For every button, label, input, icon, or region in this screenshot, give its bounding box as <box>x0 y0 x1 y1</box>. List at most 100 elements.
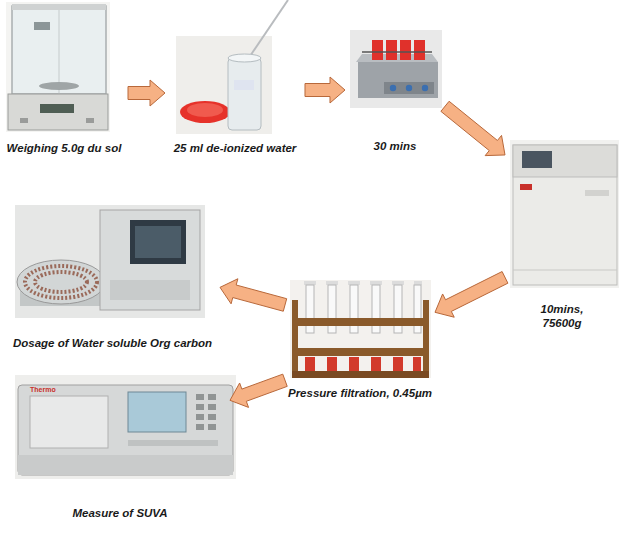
filtration-rack-photo-part <box>349 357 359 371</box>
flow-arrow <box>441 101 505 155</box>
process-step: 30 mins <box>345 25 445 153</box>
centrifuge-photo-part <box>513 145 617 177</box>
water-cup-photo-part <box>246 0 288 62</box>
filtration-rack-photo-part <box>304 281 316 285</box>
filtration-rack-photo-part <box>413 357 421 371</box>
water-cup-photo <box>176 0 288 134</box>
toc-analyzer-photo-part <box>130 220 186 264</box>
process-step: Weighing 5.0g du sol <box>0 0 128 155</box>
balance-photo-part <box>39 82 79 90</box>
spectrophotometer-photo-part <box>15 375 236 479</box>
toc-analyzer-photo-part <box>25 266 97 298</box>
filtration-rack-photo-part <box>326 281 338 285</box>
spectrophotometer-photo-part <box>208 394 216 400</box>
filtration-rack-photo-part <box>327 357 337 371</box>
water-cup-photo-part <box>228 58 261 130</box>
step-caption: 30 mins <box>345 139 445 153</box>
filtration-rack-photo-part <box>423 300 429 378</box>
shaker-photo-part <box>414 40 425 60</box>
spectrophotometer-photo-part <box>18 385 233 475</box>
shaker-photo-part <box>422 85 428 91</box>
spectrophotometer-photo-part <box>196 404 204 410</box>
step-caption: Pressure filtration, 0.45µm <box>285 386 435 400</box>
spectrophotometer-photo-part <box>208 404 216 410</box>
process-step: Dosage of Water soluble Org carbon <box>5 200 220 350</box>
brand-label: Thermo <box>30 386 56 393</box>
shaker-photo-part <box>358 62 438 98</box>
shaker-photo <box>350 30 442 108</box>
flow-arrow <box>128 80 165 106</box>
balance-photo-part <box>12 4 106 10</box>
balance-photo <box>6 2 110 132</box>
shaker-photo-part <box>350 30 442 108</box>
filtration-rack-photo-part <box>305 357 315 371</box>
filtration-rack-photo-part <box>371 357 381 371</box>
shaker-photo-part <box>372 40 383 60</box>
centrifuge-photo-part <box>513 270 617 271</box>
centrifuge-photo-part <box>520 184 532 190</box>
flow-arrow <box>220 279 287 312</box>
spectrophotometer-photo-part <box>196 424 204 430</box>
toc-analyzer-photo-part <box>35 272 87 292</box>
balance-photo-part <box>86 118 94 123</box>
centrifuge-photo <box>510 140 619 288</box>
shaker-photo-part <box>400 40 411 60</box>
toc-analyzer-photo-part <box>17 260 105 304</box>
process-step: Pressure filtration, 0.45µm <box>285 275 435 400</box>
shaker-photo-part <box>406 85 412 91</box>
flow-arrow <box>230 374 287 407</box>
shaker-photo-part <box>390 85 396 91</box>
spectrophotometer-photo-part <box>30 396 108 448</box>
balance-photo-part <box>20 118 28 123</box>
spectrophotometer-photo-part <box>208 424 216 430</box>
filtration-rack-photo-part <box>392 281 404 285</box>
filtration-rack-photo-part <box>292 348 429 356</box>
spectrophotometer-photo <box>15 375 236 479</box>
filtration-rack-photo-part <box>290 280 431 378</box>
toc-analyzer-photo-part <box>110 280 190 300</box>
spectrophotometer-photo-part <box>196 414 204 420</box>
process-step: 25 ml de-ionized water <box>165 30 305 155</box>
toc-analyzer-photo-part <box>15 205 205 318</box>
filtration-rack-photo-part <box>292 300 298 378</box>
filtration-rack-photo-part <box>292 318 429 326</box>
filtration-rack-photo <box>290 280 431 378</box>
toc-analyzer-photo <box>15 205 205 318</box>
step-caption: 25 ml de-ionized water <box>165 141 305 155</box>
step-caption: 10mins, 75600g <box>531 302 593 330</box>
filtration-rack-photo-part <box>348 281 360 285</box>
water-cup-photo-part <box>176 36 272 134</box>
flow-arrow <box>435 272 508 318</box>
flow-arrow <box>305 77 345 103</box>
filtration-rack-photo-part <box>292 371 429 378</box>
process-step: 10mins, 75600g <box>505 135 619 330</box>
filtration-rack-photo-part <box>414 281 422 285</box>
spectrophotometer-photo-part <box>128 440 218 446</box>
centrifuge-photo-part <box>522 151 552 168</box>
balance-photo-part <box>34 22 50 30</box>
centrifuge-photo-part <box>585 190 609 196</box>
spectrophotometer-photo-part <box>208 414 216 420</box>
water-cup-photo-part <box>180 101 230 123</box>
water-cup-photo-part <box>228 54 261 62</box>
balance-photo-part <box>12 6 106 94</box>
shaker-photo-part <box>386 40 397 60</box>
filtration-rack-photo-part <box>370 281 382 285</box>
balance-photo-part <box>6 2 110 132</box>
spectrophotometer-photo-part <box>18 455 233 475</box>
balance-photo-part <box>8 94 108 130</box>
step-caption: Dosage of Water soluble Org carbon <box>5 336 220 350</box>
spectrophotometer-photo-part <box>196 394 204 400</box>
toc-analyzer-photo-part <box>100 210 200 310</box>
toc-analyzer-photo-part <box>135 226 181 258</box>
shaker-photo-part <box>384 82 434 94</box>
water-cup-photo-part <box>187 103 223 117</box>
balance-photo-part <box>40 104 74 113</box>
step-caption: Measure of SUVA <box>10 506 230 520</box>
shaker-photo-part <box>362 51 432 53</box>
spectrophotometer-photo-part <box>128 392 186 432</box>
